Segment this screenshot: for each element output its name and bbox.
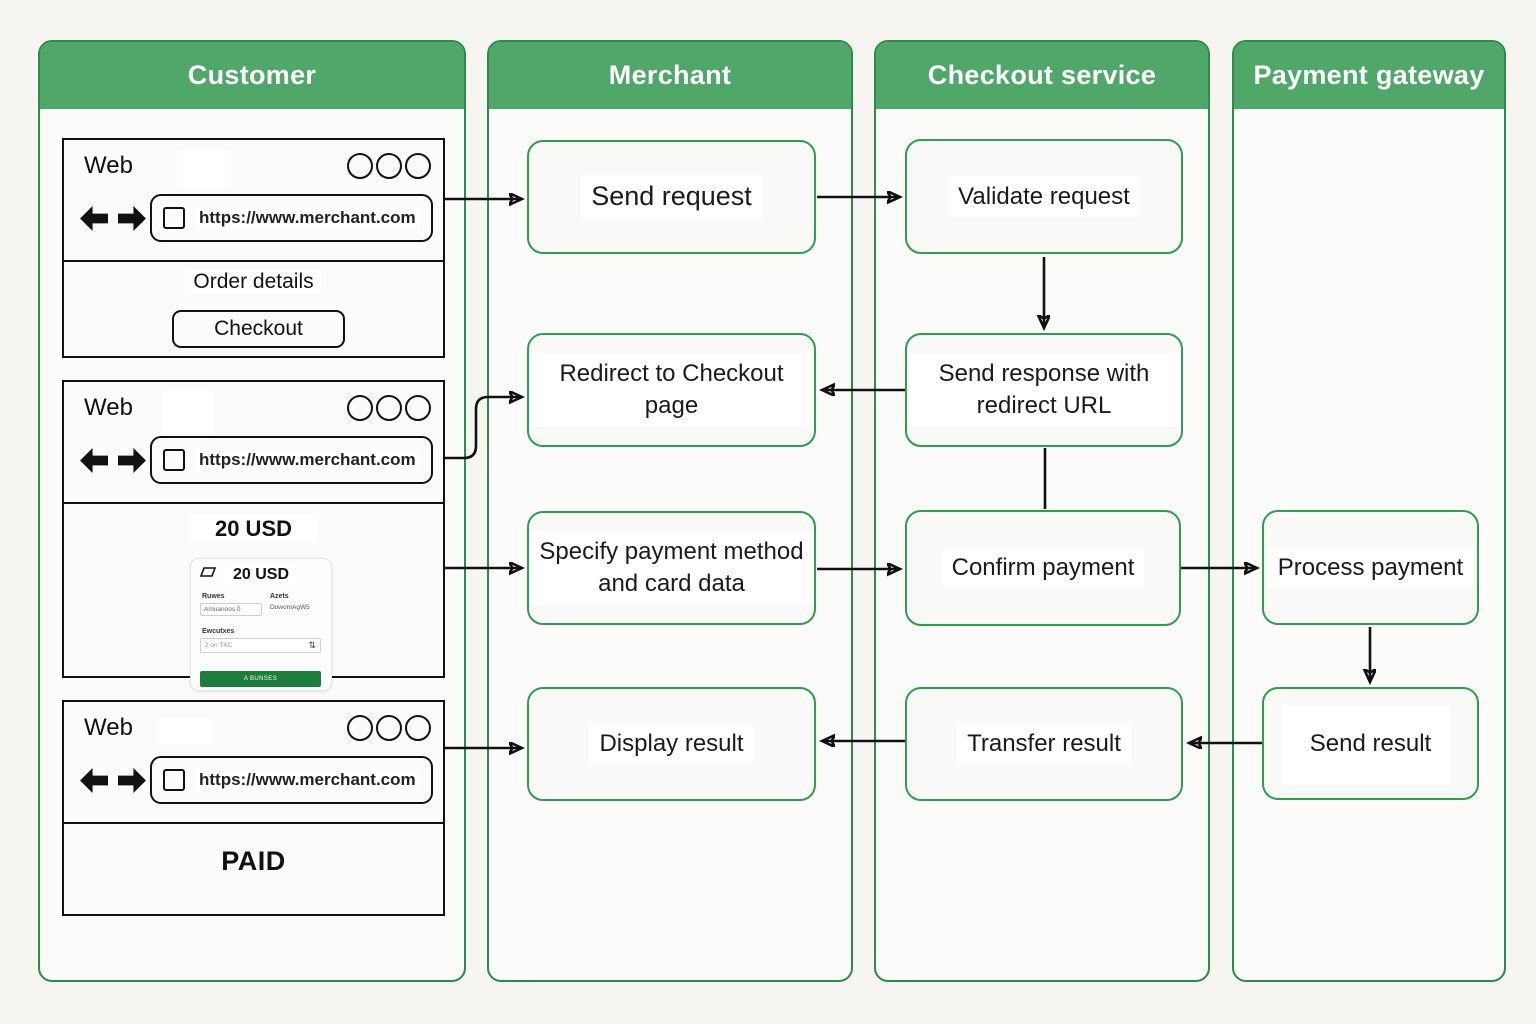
- node-label: Validate request: [948, 175, 1140, 218]
- node-send-result: Send result: [1262, 687, 1479, 800]
- card-field-label: Ewcutxes: [202, 628, 235, 635]
- node-validate-request: Validate request: [905, 139, 1183, 254]
- payment-widget-card: 20 USD Ruwes Amuanoos 0 Azets DowomAgW5 …: [190, 558, 332, 691]
- back-arrow-icon: [80, 205, 108, 232]
- url-text: https://www.merchant.com: [195, 769, 420, 791]
- browser-nav: [79, 767, 147, 794]
- order-details-heading: Order details: [64, 269, 443, 294]
- browser-content: 20 USD 20 USD Ruwes Amuanoos 0 Azets Dow…: [64, 514, 443, 691]
- artifact-patch: [177, 150, 231, 188]
- checkout-button: Checkout: [172, 310, 345, 348]
- browser-title: Web: [84, 394, 133, 421]
- node-label: Transfer result: [957, 723, 1131, 765]
- card-field-label: Azets: [270, 593, 289, 600]
- node-send-request: Send request: [527, 140, 816, 254]
- lane-title: Payment gateway: [1253, 60, 1485, 90]
- browser-toolbar: Web https://www.merchant.com: [64, 702, 443, 824]
- url-bar: https://www.merchant.com: [150, 194, 433, 242]
- cart-icon: [200, 567, 216, 577]
- browser-content: Order details Checkout: [64, 269, 443, 348]
- browser-window-payment-page: Web https://www.merchant.com 20 USD 20 U…: [62, 380, 445, 691]
- browser-toolbar: Web https://www.merchant.com: [64, 140, 443, 262]
- node-confirm-payment: Confirm payment: [905, 510, 1181, 626]
- node-redirect-to-checkout-page: Redirect to Checkout page: [527, 333, 816, 447]
- window-controls: [347, 153, 431, 179]
- lane-header-checkout-service: Checkout service: [876, 42, 1208, 109]
- node-label: Send result: [1299, 722, 1442, 765]
- browser-nav: [79, 205, 147, 232]
- card-amount-input: 2 on TKC ⇅: [200, 638, 321, 653]
- url-text: https://www.merchant.com: [195, 449, 420, 471]
- node-label: Redirect to Checkout page: [529, 353, 814, 427]
- window-controls: [347, 395, 431, 421]
- lane-title: Customer: [187, 60, 317, 90]
- browser-window-result-page: Web https://www.merchant.com PAID: [62, 700, 445, 916]
- window-control-icon: [347, 715, 373, 741]
- window-control-icon: [376, 715, 402, 741]
- node-label: Process payment: [1267, 546, 1474, 589]
- forward-arrow-icon: [118, 767, 146, 794]
- node-label: Confirm payment: [941, 547, 1145, 589]
- node-label: Send response with redirect URL: [907, 353, 1181, 427]
- lane-title: Merchant: [608, 60, 732, 90]
- window-controls: [347, 715, 431, 741]
- card-input-text: 2 on TKC: [205, 642, 233, 649]
- stepper-icon: ⇅: [308, 640, 316, 650]
- node-label: Display result: [589, 723, 754, 765]
- window-control-icon: [376, 395, 402, 421]
- artifact-patch: [162, 390, 214, 434]
- browser-content: PAID: [64, 846, 443, 877]
- card-field-label: Ruwes: [202, 593, 225, 600]
- browser-title: Web: [84, 714, 133, 741]
- url-text: https://www.merchant.com: [195, 207, 420, 229]
- window-control-icon: [347, 395, 373, 421]
- lane-header-payment-gateway: Payment gateway: [1234, 42, 1504, 109]
- node-transfer-result: Transfer result: [905, 687, 1183, 801]
- card-pay-button: A BUNSES: [200, 671, 321, 687]
- node-send-response-with-redirect-url: Send response with redirect URL: [905, 333, 1183, 447]
- url-box-icon: [163, 769, 185, 791]
- amount-heading: 20 USD: [64, 514, 443, 543]
- back-arrow-icon: [80, 447, 108, 474]
- node-specify-payment-method: Specify payment method and card data: [527, 511, 816, 625]
- node-process-payment: Process payment: [1262, 510, 1479, 625]
- browser-toolbar: Web https://www.merchant.com: [64, 382, 443, 504]
- url-bar: https://www.merchant.com: [150, 436, 433, 484]
- node-label: Send request: [581, 174, 762, 220]
- node-display-result: Display result: [527, 687, 816, 801]
- card-field-value: DowomAgW5: [270, 604, 310, 611]
- lane-header-customer: Customer: [40, 42, 464, 109]
- lane-title: Checkout service: [927, 60, 1157, 90]
- forward-arrow-icon: [118, 447, 146, 474]
- browser-title: Web: [84, 152, 133, 179]
- url-box-icon: [163, 449, 185, 471]
- window-control-icon: [405, 395, 431, 421]
- window-control-icon: [405, 153, 431, 179]
- browser-window-order-page: Web https://www.merchant.com Order detai…: [62, 138, 445, 358]
- window-control-icon: [347, 153, 373, 179]
- url-box-icon: [163, 207, 185, 229]
- node-label: Specify payment method and card data: [529, 531, 814, 605]
- lane-header-merchant: Merchant: [489, 42, 851, 109]
- url-bar: https://www.merchant.com: [150, 756, 433, 804]
- paid-status: PAID: [221, 846, 286, 876]
- back-arrow-icon: [80, 767, 108, 794]
- window-control-icon: [376, 153, 402, 179]
- card-field-select: Amuanoos 0: [200, 603, 262, 616]
- forward-arrow-icon: [118, 205, 146, 232]
- card-amount: 20 USD: [191, 566, 331, 584]
- browser-nav: [79, 447, 147, 474]
- artifact-patch: [157, 717, 212, 745]
- window-control-icon: [405, 715, 431, 741]
